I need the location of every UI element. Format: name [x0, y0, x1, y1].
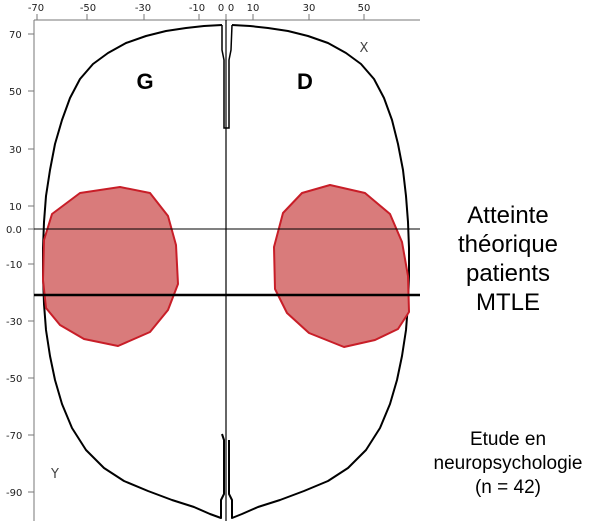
- x-tick-labels: -70 -50 -30 -10 0 0 10 30 50: [28, 3, 371, 14]
- annotation-line: théorique: [413, 230, 603, 259]
- x-axis-marker: X: [360, 41, 369, 56]
- x-tick-label: 10: [247, 3, 260, 14]
- left-hemisphere-label: G: [136, 69, 153, 94]
- y-tick-label: -70: [6, 431, 22, 442]
- y-tick-label: -50: [6, 374, 22, 385]
- study-line: neuropsychologie: [413, 452, 603, 476]
- y-tick-label: 0.0: [6, 225, 22, 236]
- x-tick-label: -70: [28, 3, 44, 14]
- y-tick-label: 10: [9, 202, 22, 213]
- right-hemisphere-label: D: [297, 69, 313, 94]
- top-tick-marks: [37, 14, 364, 20]
- y-tick-label: 70: [9, 30, 22, 41]
- x-tick-label: -10: [189, 3, 205, 14]
- x-tick-label: 0: [228, 3, 234, 14]
- y-axis-marker: Y: [50, 467, 59, 482]
- x-tick-label: -30: [135, 3, 151, 14]
- mtle-annotation: Atteinte théorique patients MTLE: [413, 201, 603, 317]
- x-tick-label: -50: [80, 3, 96, 14]
- midline-notch-top: [222, 25, 232, 128]
- annotation-line: MTLE: [413, 288, 603, 317]
- x-tick-label: 30: [303, 3, 316, 14]
- study-annotation: Etude en neuropsychologie (n = 42): [413, 428, 603, 500]
- left-temporal-region: [43, 187, 178, 346]
- annotation-line: patients: [413, 259, 603, 288]
- left-tick-marks: [28, 34, 34, 492]
- study-line: Etude en: [413, 428, 603, 452]
- annotation-line: Atteinte: [413, 201, 603, 230]
- y-tick-label: 30: [9, 145, 22, 156]
- y-tick-label: -30: [6, 317, 22, 328]
- y-tick-label: -90: [6, 488, 22, 499]
- y-tick-label: -10: [6, 260, 22, 271]
- right-temporal-region: [274, 185, 409, 347]
- y-tick-labels: 70 50 30 10 0.0 -10 -30 -50 -70 -90: [6, 30, 22, 499]
- y-tick-label: 50: [9, 87, 22, 98]
- x-tick-label: 50: [358, 3, 371, 14]
- study-line: (n = 42): [413, 476, 603, 500]
- x-tick-label: 0: [218, 3, 224, 14]
